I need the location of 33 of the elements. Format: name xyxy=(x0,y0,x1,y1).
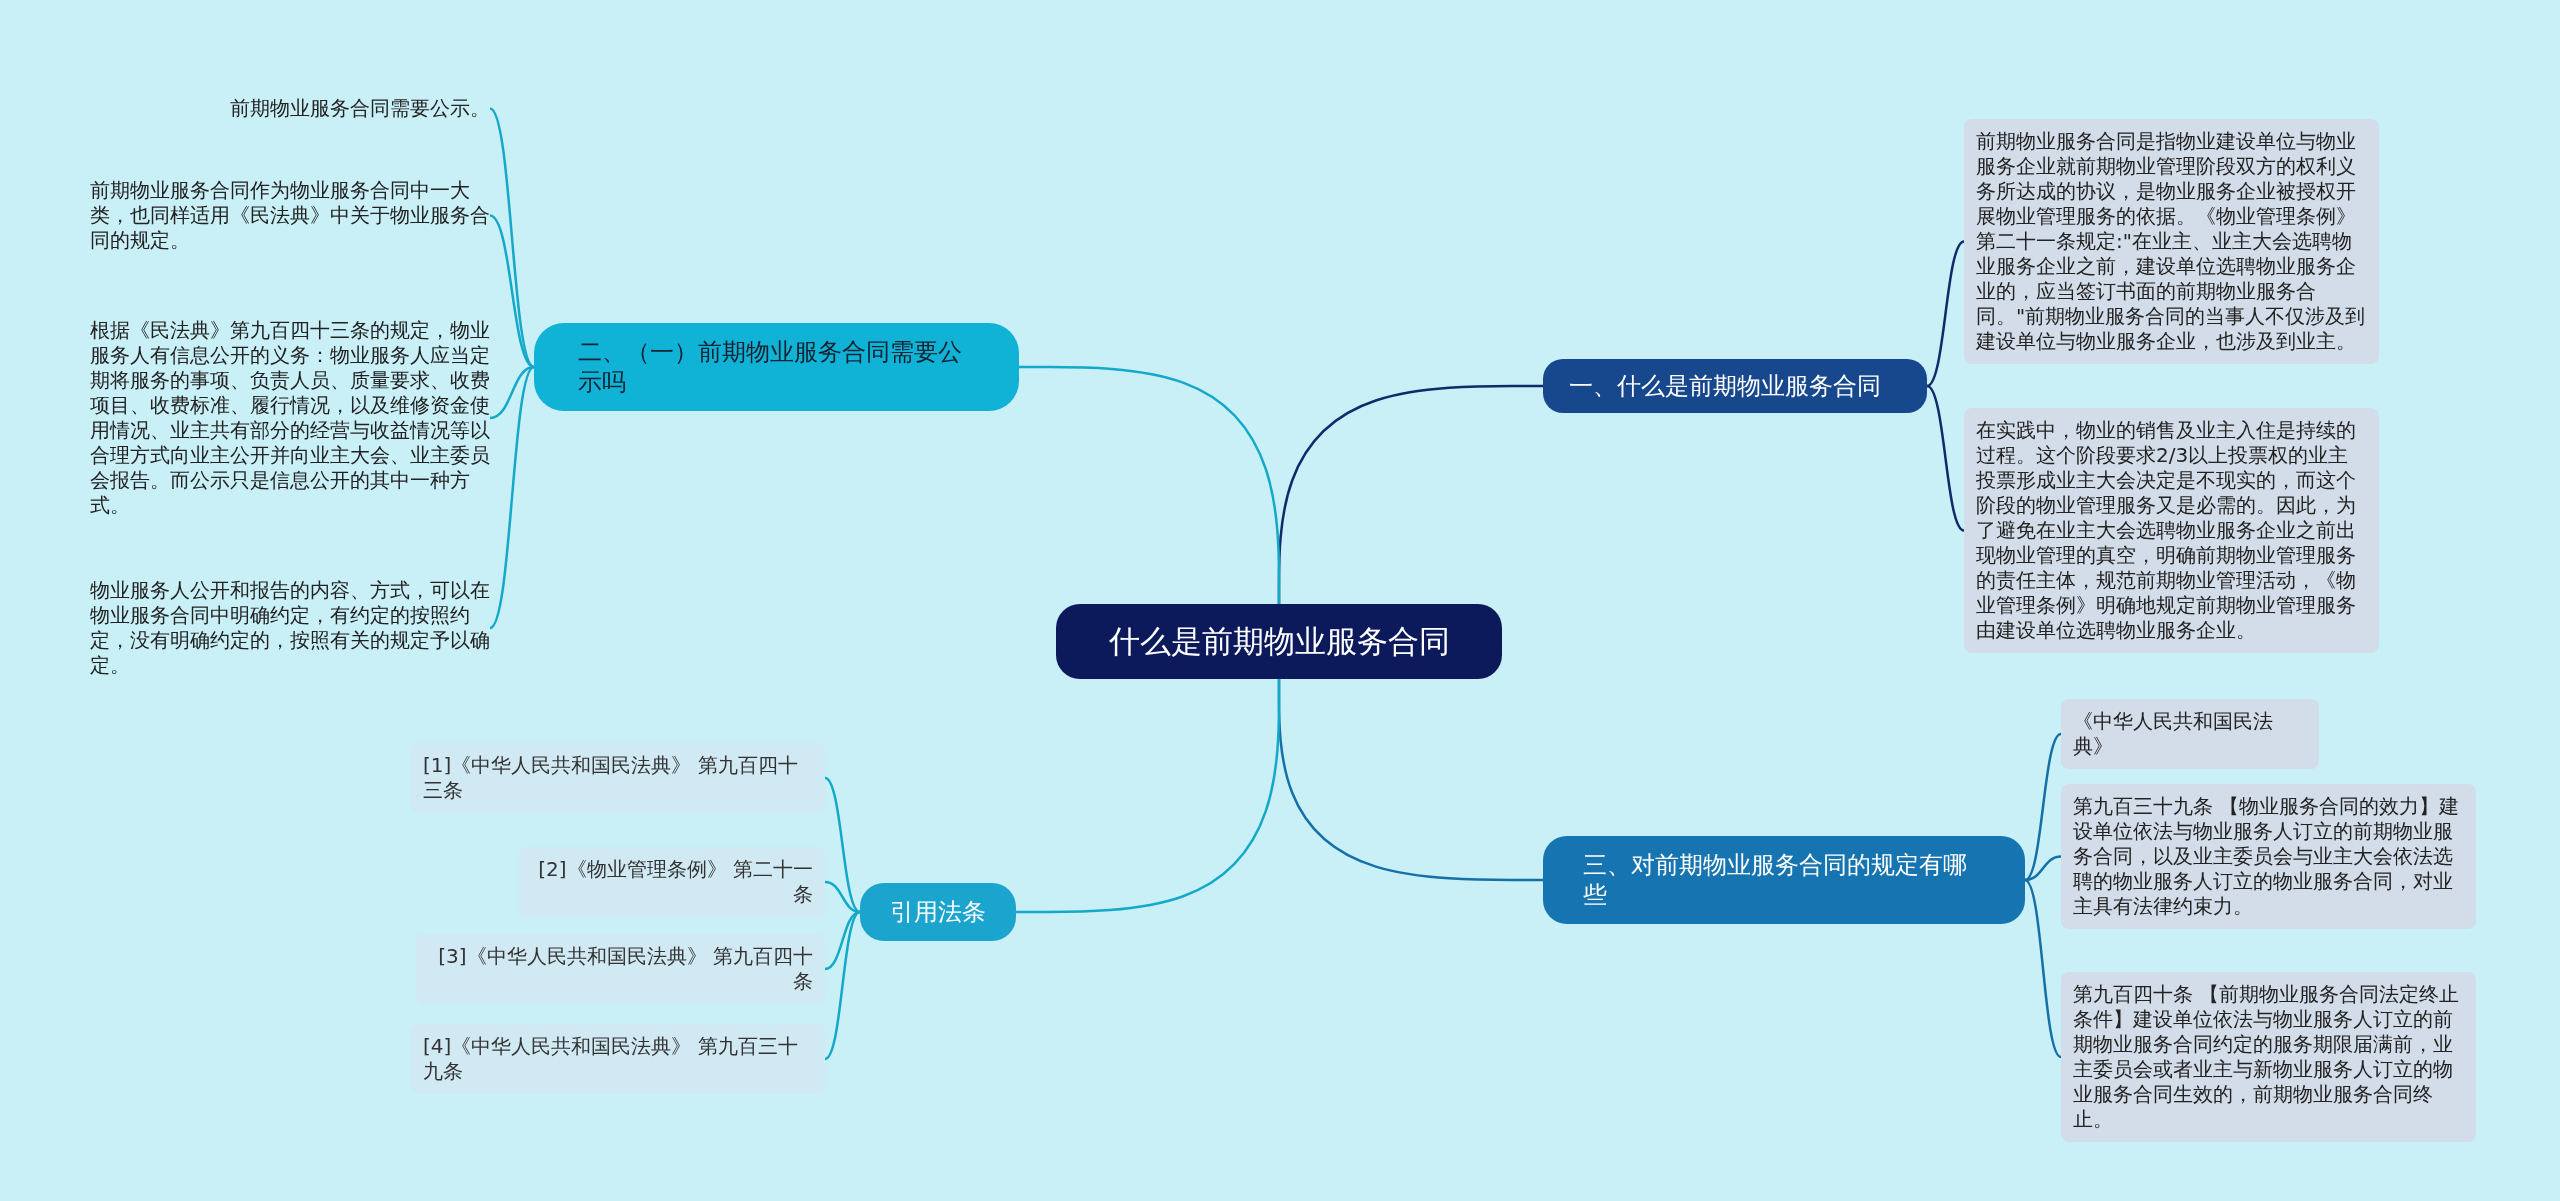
reference-card: [3]《中华人民共和国民法典》 第九百四十条 xyxy=(416,934,825,1004)
connector-line xyxy=(2024,732,2062,882)
topic-box: 二、（一）前期物业服务合同需要公示吗 xyxy=(534,323,1019,411)
central-topic: 什么是前期物业服务合同 xyxy=(1056,604,1502,679)
reference-card: [2]《物业管理条例》 第二十一条 xyxy=(519,847,825,917)
connector-line xyxy=(1926,240,1965,388)
connector-line xyxy=(489,107,535,368)
connector-line xyxy=(1926,384,1965,532)
topic-box: 引用法条 xyxy=(860,883,1016,941)
connector-line xyxy=(489,366,535,629)
connector-line xyxy=(824,880,861,914)
reference-card: [1]《中华人民共和国民法典》 第九百四十三条 xyxy=(411,743,825,813)
reference-card: [4]《中华人民共和国民法典》 第九百三十九条 xyxy=(411,1024,825,1094)
text-card: 第九百四十条 【前期物业服务合同法定终止条件】建设单位依法与物业服务人订立的前期物业服务合同约定的服务期限届满前，业主委员会或者业主与新物业服务人订立的物业服务合同生效的，前期物业服务合同终止。 xyxy=(2061,972,2476,1142)
text-card: 前期物业服务合同是指物业建设单位与物业服务企业就前期物业管理阶段双方的权利义务所达成的协议，是物业服务企业被授权开展物业管理服务的依据。《物业管理条例》第二十一条规定:"在业主、业主大会选聘物业服务企业之前，建设单位选聘物业服务企业的，应当签订书面的前期物业服务合同。"前期物业服务合同的当事人不仅涉及到建设单位与物业服务企业，也涉及到业主。 xyxy=(1964,119,2379,364)
note-text: 前期物业服务合同作为物业服务合同中一大类，也同样适用《民法典》中关于物业服务合同的规定。 xyxy=(90,176,490,255)
note-text: 前期物业服务合同需要公示。 xyxy=(90,94,490,123)
note-text: 根据《民法典》第九百四十三条的规定，物业服务人有信息公开的义务：物业服务人应当定期将服务的事项、负责人员、质量要求、收费项目、收费标准、履行情况，以及维修资金使用情况、业主共有部分的经营与收益情况等以合理方式向业主公开并向业主大会、业主委员会报告。而公示只是信息公开的其中一种方式。 xyxy=(90,316,490,520)
connector-line xyxy=(824,776,861,914)
text-card: 在实践中，物业的销售及业主入住是持续的过程。这个阶段要求2/3以上投票权的业主投票形成业主大会决定是不现实的，而这个阶段的物业管理服务又是必需的。因此，为了避免在业主大会选聘物业服务企业之前出现物业管理的真空，明确前期物业管理服务的责任主体，规范前期物业管理活动，《物业管理条例》明确地规定前期物业管理服务由建设单位选聘物业服务企业。 xyxy=(1964,408,2379,653)
connector-line xyxy=(1019,365,1281,604)
connector-line xyxy=(489,365,535,420)
topic-box: 三、对前期物业服务合同的规定有哪些 xyxy=(1543,836,2025,924)
connector-line xyxy=(2024,855,2062,882)
text-card: 《中华人民共和国民法典》 xyxy=(2061,699,2319,769)
connector-line xyxy=(824,911,861,1060)
connector-line xyxy=(1016,678,1281,914)
note-text: 物业服务人公开和报告的内容、方式，可以在物业服务合同中明确约定，有约定的按照约定，没有明确约定的，按照有关的规定予以确定。 xyxy=(90,576,490,680)
topic-box: 一、什么是前期物业服务合同 xyxy=(1543,359,1927,413)
connector-line xyxy=(824,910,861,971)
connector-line xyxy=(2024,879,2062,1058)
connector-line xyxy=(489,214,535,369)
text-card: 第九百三十九条 【物业服务合同的效力】建设单位依法与物业服务人订立的前期物业服务合同，以及业主委员会与业主大会依法选聘的物业服务人订立的物业服务合同，对业主具有法律约束力。 xyxy=(2061,784,2476,929)
